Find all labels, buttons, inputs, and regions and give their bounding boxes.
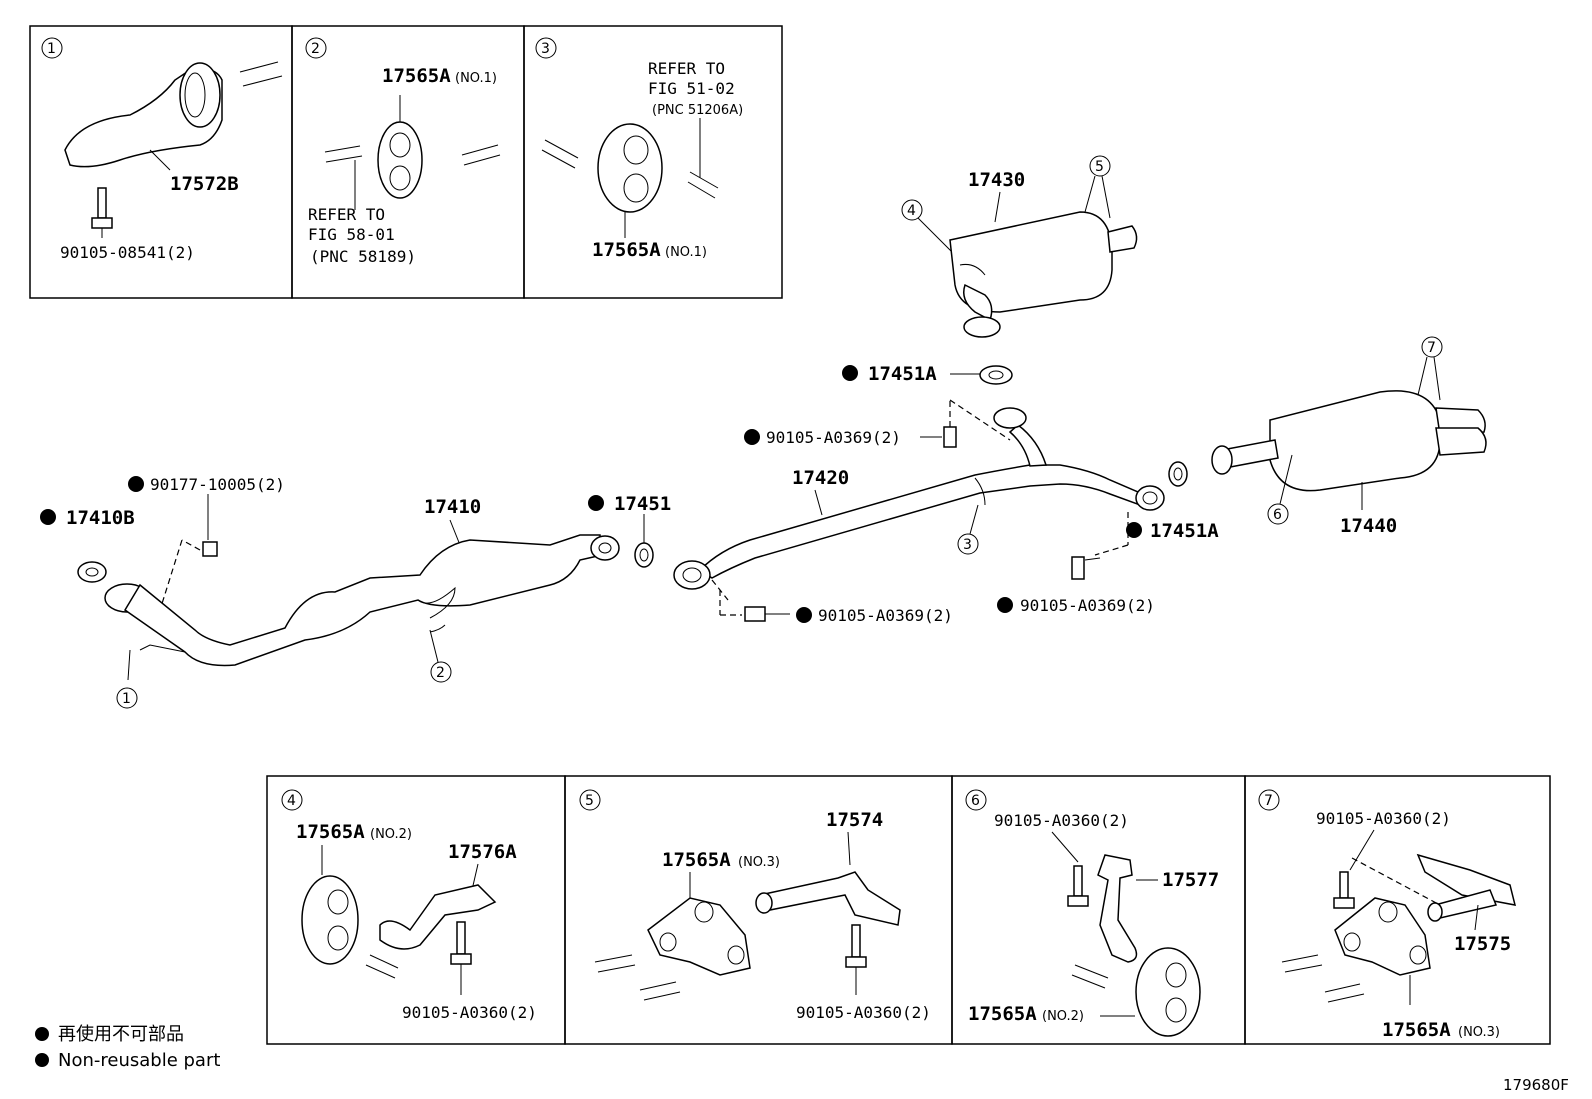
svg-text:17451A: 17451A: [868, 363, 937, 385]
svg-text:(NO.3): (NO.3): [738, 855, 780, 870]
muffler-17440: 7 17440 6: [1211, 336, 1487, 537]
rubber-hanger-2: [597, 123, 663, 213]
svg-text:17565A: 17565A: [968, 1003, 1037, 1025]
part-17572B: 17572B: [170, 173, 239, 195]
svg-text:(NO.1): (NO.1): [455, 71, 497, 86]
svg-text:17451: 17451: [614, 493, 671, 515]
svg-text:6: 6: [1273, 507, 1282, 523]
svg-text:17440: 17440: [1340, 515, 1397, 537]
legend-jp: 再使用不可部品: [58, 1024, 184, 1045]
gasket-17451: 17451: [588, 493, 671, 568]
detail-box-4: 4 17565A (NO.2) 17576A 90105-A0360(2): [266, 775, 566, 1045]
svg-text:17575: 17575: [1454, 933, 1511, 955]
svg-text:90105-A0360(2): 90105-A0360(2): [796, 1003, 931, 1022]
svg-text:(NO.2): (NO.2): [1042, 1009, 1084, 1024]
svg-text:(NO.2): (NO.2): [370, 827, 412, 842]
svg-text:2: 2: [311, 41, 320, 57]
detail-box-3: 3 REFER TO FIG 51-02 (PNC 51206A) 17565A…: [523, 25, 783, 299]
svg-text:17420: 17420: [792, 467, 849, 489]
svg-text:4: 4: [287, 793, 296, 809]
svg-text:17410: 17410: [424, 496, 481, 518]
bolt-90105-c: 90105-A0369(2): [997, 556, 1155, 615]
svg-text:17451A: 17451A: [1150, 520, 1219, 542]
svg-text:7: 7: [1264, 793, 1273, 809]
part-17565A: 17565A: [382, 65, 451, 87]
legend: 再使用不可部品 Non-reusable part: [35, 1024, 220, 1071]
part-17565A-2: 17565A: [592, 239, 661, 261]
svg-text:17410B: 17410B: [66, 507, 135, 529]
pipe-17420: 17420: [673, 407, 1165, 590]
detail-box-1: 1 17572B 90105-08541(2): [29, 25, 293, 299]
gasket-17451A-right: 17451A: [1094, 461, 1219, 556]
pipe-body: [698, 464, 1147, 579]
svg-text:3: 3: [541, 41, 550, 57]
svg-text:6: 6: [971, 793, 980, 809]
svg-text:5: 5: [585, 793, 594, 809]
svg-text:90105-A0360(2): 90105-A0360(2): [994, 811, 1129, 830]
svg-text:REFER TO: REFER TO: [308, 205, 385, 224]
figure-id: 179680F: [1503, 1076, 1569, 1094]
svg-text:90105-A0360(2): 90105-A0360(2): [402, 1003, 537, 1022]
svg-text:17574: 17574: [826, 809, 883, 831]
svg-text:17565A: 17565A: [1382, 1019, 1451, 1041]
svg-text:(PNC 58189): (PNC 58189): [310, 247, 416, 266]
svg-text:90177-10005(2): 90177-10005(2): [150, 475, 285, 494]
svg-text:3: 3: [963, 537, 972, 553]
gasket-17451A-top: 17451A: [842, 363, 1013, 385]
svg-text:(PNC 51206A): (PNC 51206A): [652, 103, 743, 118]
svg-text:(NO.1): (NO.1): [665, 245, 707, 260]
callout-3: 3: [957, 504, 979, 555]
svg-text:1: 1: [47, 41, 56, 57]
muffler-17430: 17430 4 5: [901, 155, 1138, 338]
detail-box-5: 5 17565A (NO.3) 17574 90105-A0360(2): [564, 775, 953, 1045]
legend-en: Non-reusable part: [58, 1050, 220, 1071]
svg-text:17576A: 17576A: [448, 841, 517, 863]
svg-text:17565A: 17565A: [296, 821, 365, 843]
bolt-90105-a: 90105-A0369(2): [744, 399, 1011, 448]
svg-text:REFER TO: REFER TO: [648, 59, 725, 78]
svg-text:17577: 17577: [1162, 869, 1219, 891]
svg-text:1: 1: [122, 691, 131, 707]
svg-text:4: 4: [907, 203, 916, 219]
bracket-ring: [179, 62, 221, 128]
detail-box-2: 2 17565A (NO.1) REFER TO FIG 58-01 (PNC …: [291, 25, 525, 299]
detail-box-6: 6 90105-A0360(2) 17577 17565A (NO.2): [951, 775, 1246, 1045]
bolt-90105-b: 90105-A0369(2): [711, 579, 953, 625]
svg-text:90105-A0369(2): 90105-A0369(2): [766, 428, 901, 447]
svg-text:7: 7: [1427, 340, 1436, 356]
svg-text:(NO.3): (NO.3): [1458, 1025, 1500, 1040]
svg-text:17430: 17430: [968, 169, 1025, 191]
svg-text:5: 5: [1095, 159, 1104, 175]
front-pipe-17410: 90177-10005(2) 17410B 17410 2 1: [40, 475, 620, 709]
svg-text:90105-A0369(2): 90105-A0369(2): [1020, 596, 1155, 615]
part-90105-08541: 90105-08541(2): [60, 243, 195, 262]
svg-text:FIG 51-02: FIG 51-02: [648, 79, 735, 98]
svg-text:90105-A0360(2): 90105-A0360(2): [1316, 809, 1451, 828]
svg-text:17565A: 17565A: [662, 849, 731, 871]
svg-text:2: 2: [436, 665, 445, 681]
svg-text:90105-A0369(2): 90105-A0369(2): [818, 606, 953, 625]
svg-text:FIG 58-01: FIG 58-01: [308, 225, 395, 244]
detail-box-7: 7 90105-A0360(2) 17575 17565A (NO.3): [1244, 775, 1551, 1045]
